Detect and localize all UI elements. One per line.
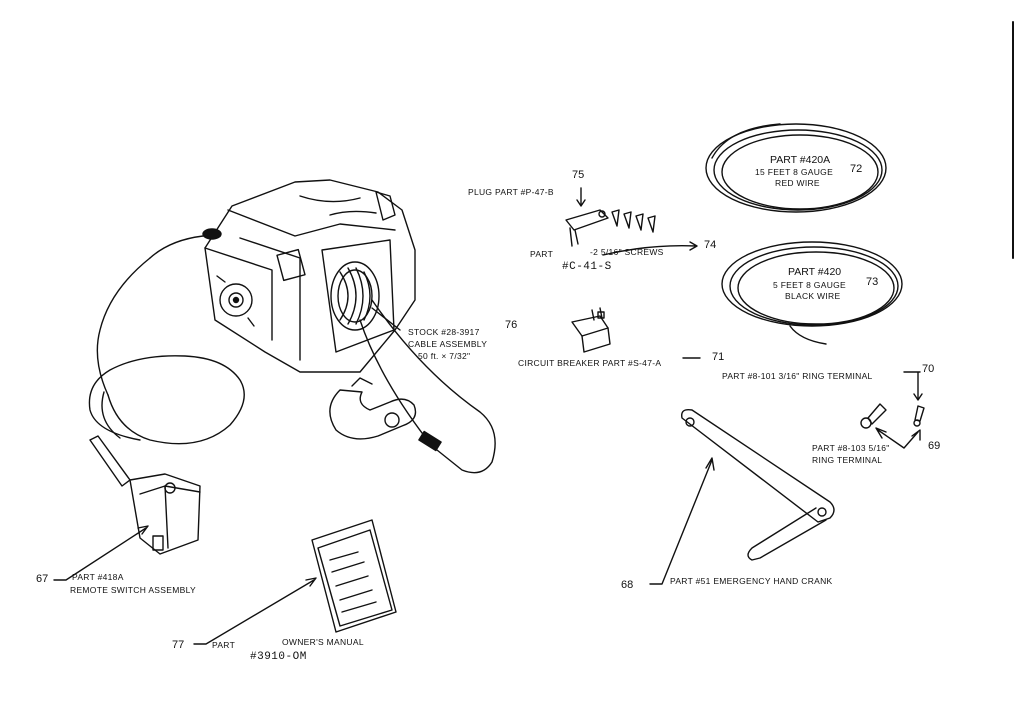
circuit-breaker-label: CIRCUIT BREAKER PART #S-47-A (518, 358, 662, 368)
manual-part-code: #3910-OM (250, 651, 307, 663)
arrow-75 (576, 187, 586, 207)
callout-67-number: 67 (36, 573, 49, 585)
hand-crank-illustration (681, 408, 835, 561)
plug-part-label: PLUG PART #P-47-B (468, 187, 554, 197)
callout-69-number: 69 (928, 440, 941, 452)
callout-74-number: 74 (704, 239, 717, 251)
red-wire-coil-illustration (705, 123, 887, 213)
cable-assembly-label: CABLE ASSEMBLY (408, 339, 488, 349)
callout-77-number: 77 (172, 639, 185, 651)
circuit-breaker-illustration (571, 307, 611, 353)
callout-73-number: 73 (866, 276, 879, 288)
ring-terminal-3-16-illustration (913, 405, 925, 427)
ring-terminal-5-16-label: PART #8-103 5/16" (812, 443, 890, 453)
callout-70-number: 70 (922, 363, 935, 375)
black-wire-length-label: 5 FEET 8 GAUGE (773, 280, 847, 290)
leader-67 (53, 525, 149, 581)
red-wire-length-label: 15 FEET 8 GAUGE (755, 167, 834, 177)
leader-70 (903, 371, 923, 401)
remote-switch-desc-label: REMOTE SWITCH ASSEMBLY (70, 585, 196, 595)
screws-illustration (611, 209, 656, 233)
screws-part-code: #C-41-S (562, 261, 612, 273)
leader-68 (649, 457, 715, 585)
black-wire-coil-illustration (721, 241, 903, 345)
cable-size-label: 50 ft. × 7/32" (418, 351, 471, 361)
remote-switch-part-label: PART #418A (72, 572, 124, 582)
red-wire-color-label: RED WIRE (775, 178, 820, 188)
hand-crank-label: PART #51 EMERGENCY HAND CRANK (670, 576, 833, 586)
ring-terminal-3-16-label: PART #8-101 3/16" RING TERMINAL (722, 371, 873, 381)
callout-76-number: 76 (505, 319, 518, 331)
black-wire-color-label: BLACK WIRE (785, 291, 841, 301)
leader-76 (371, 307, 401, 331)
remote-switch-illustration (88, 257, 245, 555)
part-74-label: PART (530, 249, 554, 259)
leader-74 (602, 241, 698, 256)
owners-manual-illustration (311, 519, 397, 633)
cable-stock-label: STOCK #28-3917 (408, 327, 480, 337)
winch-motor-illustration (149, 179, 416, 373)
red-wire-part-label: PART #420A (770, 154, 831, 166)
callout-75-number: 75 (572, 169, 585, 181)
leader-69 (875, 427, 921, 449)
cable-hook-illustration (329, 299, 496, 474)
callout-72-number: 72 (850, 163, 863, 175)
black-wire-part-label: PART #420 (788, 266, 842, 278)
manual-desc-label: OWNER'S MANUAL (282, 637, 364, 647)
leader-77 (193, 577, 317, 645)
plug-illustration (565, 209, 609, 247)
callout-68-number: 68 (621, 579, 634, 591)
ring-terminal-5-16-illustration (860, 403, 887, 429)
ring-terminal-5-16-sublabel: RING TERMINAL (812, 455, 883, 465)
callout-71-number: 71 (712, 351, 725, 363)
screws-label: -2 5/16" SCREWS (590, 247, 664, 257)
manual-part-label: PART (212, 640, 236, 650)
